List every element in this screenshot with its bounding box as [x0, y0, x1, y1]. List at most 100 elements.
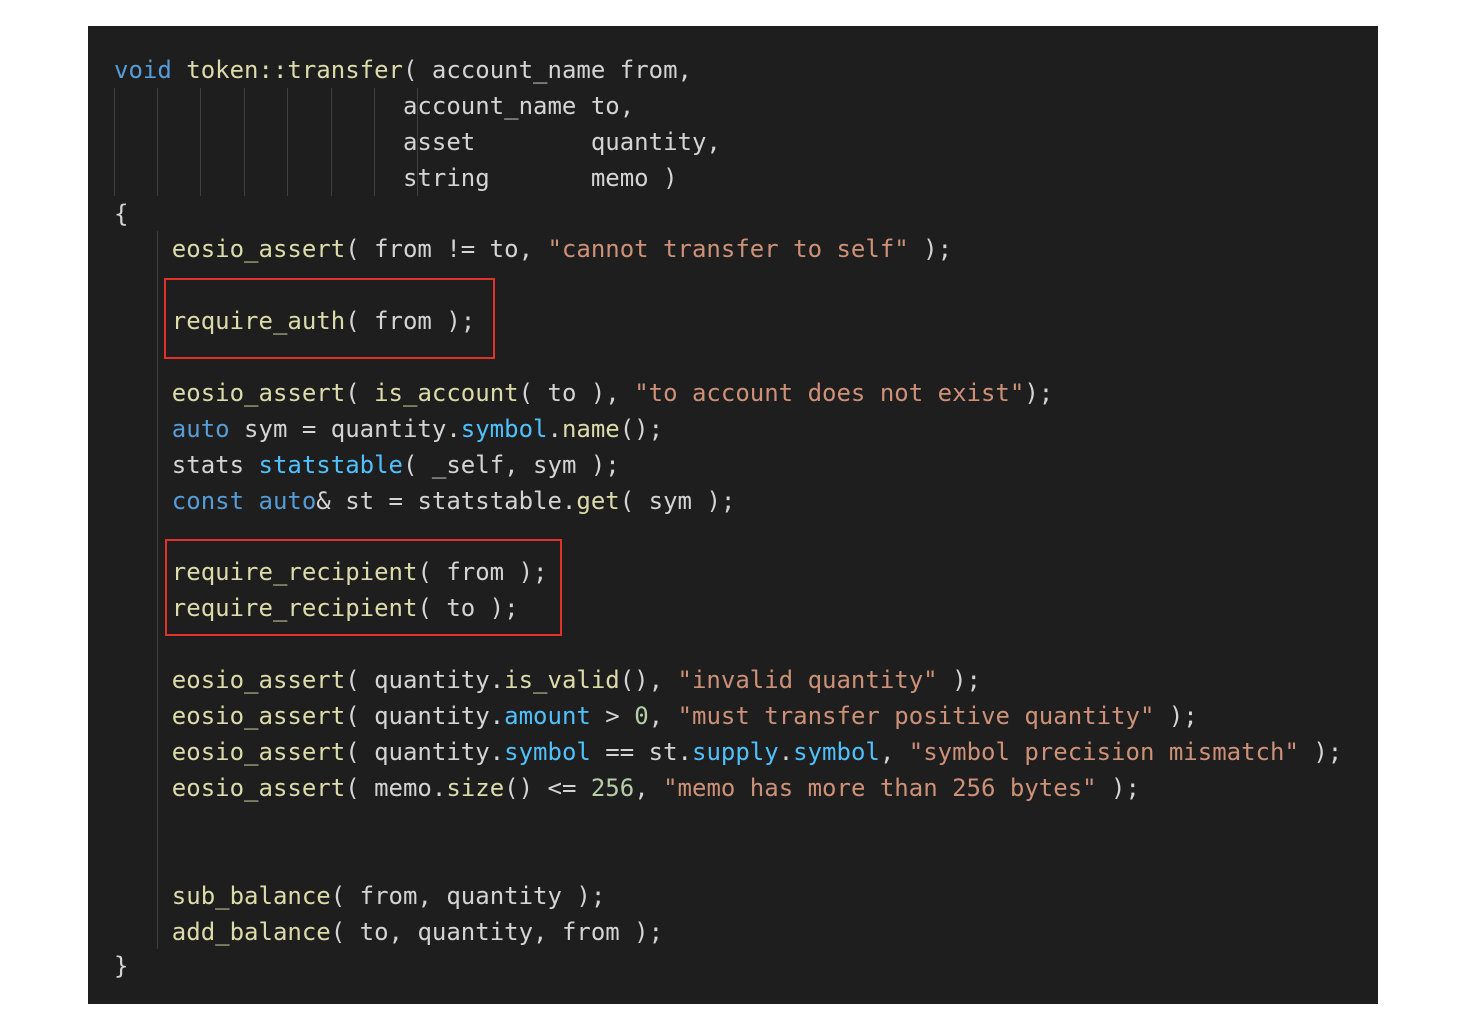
- code-token: ( sym );: [619, 487, 736, 515]
- code-token: is_account: [374, 379, 519, 407]
- code-token: );: [937, 666, 981, 694]
- param-indent-guide: [374, 88, 375, 196]
- code-token: supply: [692, 738, 779, 766]
- code-token: >: [590, 702, 635, 730]
- code-token: account_name to,: [114, 92, 635, 120]
- code-token: [114, 558, 172, 586]
- code-line: {: [114, 196, 128, 232]
- code-token: ( from != to,: [345, 235, 548, 263]
- code-token: const: [171, 487, 245, 515]
- code-line: eosio_assert( from != to, "cannot transf…: [114, 231, 952, 267]
- code-line: require_auth( from );: [114, 303, 475, 339]
- code-token: [114, 702, 172, 730]
- code-line: string memo ): [114, 160, 678, 196]
- param-indent-guide: [244, 88, 245, 196]
- code-token: add_balance: [171, 918, 331, 946]
- code-token: symbol: [793, 738, 880, 766]
- code-token: 0: [634, 702, 649, 730]
- code-line: asset quantity,: [114, 124, 721, 160]
- code-line: account_name to,: [114, 88, 634, 124]
- code-token: );: [908, 235, 953, 263]
- code-token: ( from );: [417, 558, 548, 586]
- code-token: ,: [634, 774, 664, 802]
- code-token: void: [114, 56, 172, 84]
- code-token: size: [446, 774, 505, 802]
- code-token: (),: [619, 666, 678, 694]
- code-editor[interactable]: void token::transfer( account_name from,…: [88, 26, 1378, 1004]
- body-indent-guide: [157, 231, 158, 949]
- code-token: ( _self, sym );: [403, 451, 620, 479]
- param-indent-guide: [200, 88, 201, 196]
- code-line: add_balance( to, quantity, from );: [114, 914, 663, 950]
- code-token: [244, 487, 258, 515]
- code-token: == st.: [590, 738, 692, 766]
- code-token: );: [1096, 774, 1140, 802]
- code-token: );: [1024, 379, 1054, 407]
- code-token: [114, 594, 172, 622]
- code-line: void token::transfer( account_name from,: [114, 52, 692, 88]
- code-token: ( quantity.: [345, 666, 505, 694]
- code-token: ();: [619, 415, 664, 443]
- code-token: require_recipient: [171, 594, 418, 622]
- param-indent-guide: [287, 88, 288, 196]
- code-token: [114, 774, 172, 802]
- code-token: asset quantity,: [114, 128, 721, 156]
- code-token: eosio_assert: [171, 666, 346, 694]
- code-token: ( account_name from,: [403, 56, 692, 84]
- code-token: "symbol precision mismatch": [908, 738, 1299, 766]
- code-token: ( quantity.: [345, 702, 505, 730]
- code-token: eosio_assert: [171, 702, 346, 730]
- code-token: sym = quantity.: [229, 415, 461, 443]
- code-area[interactable]: void token::transfer( account_name from,…: [88, 26, 1378, 1004]
- code-token: "to account does not exist": [634, 379, 1025, 407]
- code-token: require_recipient: [171, 558, 418, 586]
- code-token: [114, 235, 172, 263]
- code-token: stats: [114, 451, 259, 479]
- code-token: is_valid: [504, 666, 620, 694]
- code-line: eosio_assert( quantity.symbol == st.supp…: [114, 734, 1342, 770]
- code-line: require_recipient( to );: [114, 590, 519, 626]
- code-token: [114, 882, 172, 910]
- code-token: auto: [171, 415, 230, 443]
- code-token: }: [114, 952, 129, 980]
- code-line: }: [114, 948, 128, 984]
- code-token: auto: [258, 487, 317, 515]
- code-token: [114, 307, 172, 335]
- code-line: sub_balance( from, quantity );: [114, 878, 606, 914]
- code-token: [114, 666, 172, 694]
- code-line: auto sym = quantity.symbol.name();: [114, 411, 663, 447]
- code-token: ( to );: [417, 594, 519, 622]
- code-token: );: [1298, 738, 1343, 766]
- code-token: get: [576, 487, 620, 515]
- code-token: [172, 56, 186, 84]
- code-line: require_recipient( from );: [114, 554, 548, 590]
- code-token: ( from );: [345, 307, 476, 335]
- code-token: [114, 918, 172, 946]
- code-token: symbol: [504, 738, 591, 766]
- code-token: ( to, quantity, from );: [330, 918, 664, 946]
- code-token: "memo has more than 256 bytes": [663, 774, 1097, 802]
- code-token: .: [778, 738, 794, 766]
- code-token: ( memo.: [345, 774, 447, 802]
- code-token: [114, 379, 172, 407]
- code-line: eosio_assert( is_account( to ), "to acco…: [114, 375, 1053, 411]
- param-indent-guide: [417, 88, 418, 196]
- require-auth-highlight-box: [164, 278, 495, 359]
- code-token: statstable: [258, 451, 404, 479]
- code-token: require_auth: [171, 307, 346, 335]
- code-token: & st = statstable.: [316, 487, 577, 515]
- param-indent-guide: [331, 88, 332, 196]
- param-indent-guide: [114, 88, 115, 196]
- code-token: ,: [879, 738, 909, 766]
- code-token: ,: [648, 702, 678, 730]
- code-token: [114, 738, 172, 766]
- param-indent-guide: [157, 88, 158, 196]
- code-line: const auto& st = statstable.get( sym );: [114, 483, 736, 519]
- code-token: name: [561, 415, 620, 443]
- code-token: eosio_assert: [171, 235, 346, 263]
- code-token: "cannot transfer to self": [547, 235, 909, 263]
- code-line: eosio_assert( quantity.amount > 0, "must…: [114, 698, 1198, 734]
- code-token: [114, 415, 172, 443]
- code-token: [114, 487, 172, 515]
- code-line: stats statstable( _self, sym );: [114, 447, 620, 483]
